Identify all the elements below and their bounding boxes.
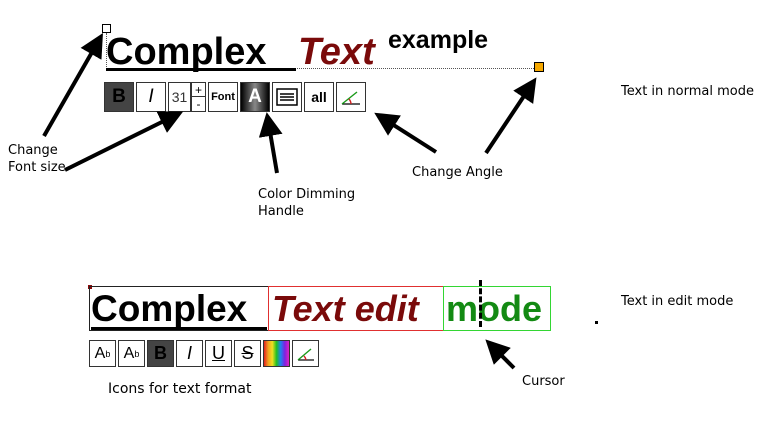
selection-border-left	[106, 33, 107, 69]
edit-italic-button[interactable]: I	[176, 340, 203, 367]
edit-bold-button[interactable]: B	[147, 340, 174, 367]
select-all-button[interactable]: all	[304, 82, 334, 112]
increase-label: +	[194, 82, 202, 97]
annotation-change-font-size: Change Font size	[8, 143, 66, 175]
color-picker-button[interactable]	[263, 340, 290, 367]
font-button[interactable]: Font	[208, 82, 238, 112]
decrease-label: -	[196, 97, 201, 111]
font-size-decrease-button[interactable]: -	[191, 97, 206, 112]
font-size-text: 31	[171, 89, 188, 105]
edit-segment-mode[interactable]: mode	[443, 286, 551, 331]
annotation-change-angle: Change Angle	[412, 165, 503, 180]
edit-segment-mode-text: mode	[446, 288, 543, 329]
annotation-color-dimming-handle: Color Dimming Handle	[258, 187, 356, 219]
bold-button[interactable]: B	[104, 82, 134, 112]
text-underline	[106, 68, 296, 71]
text-word-example[interactable]: example	[388, 26, 489, 54]
angle-icon	[341, 91, 360, 105]
italic-label: I	[148, 86, 154, 107]
strikethrough-button[interactable]: S	[234, 340, 261, 367]
italic-button[interactable]: I	[136, 82, 166, 112]
edit-mode-label: Text in edit mode	[621, 294, 734, 309]
edit-segment-complex-text: Complex	[91, 288, 248, 329]
font-size-value[interactable]: 31	[168, 82, 191, 112]
text-box-button[interactable]	[272, 82, 302, 112]
font-size-increase-button[interactable]: +	[191, 82, 206, 97]
font-label: Font	[211, 91, 235, 103]
color-dimming-handle[interactable]: A	[240, 82, 270, 112]
all-label: all	[311, 89, 327, 105]
change-angle-button[interactable]	[336, 82, 366, 112]
strikethrough-label: S	[241, 343, 254, 363]
text-word-text[interactable]: Text	[298, 31, 375, 73]
annotation-cursor: Cursor	[522, 374, 565, 389]
text-normal-mode-area: Complex Text example B I 31 + - Font A	[8, 24, 754, 219]
text-cursor[interactable]	[479, 280, 482, 327]
edit-segment-text-text: Text edit	[272, 288, 419, 329]
edit-bold-label: B	[154, 343, 167, 363]
edit-segment-complex[interactable]: Complex	[89, 286, 269, 331]
corner-resize-handle[interactable]	[102, 24, 111, 33]
color-dimming-label: A	[248, 86, 262, 107]
normal-mode-toolbar: B I 31 + - Font A	[104, 82, 368, 112]
edit-change-angle-button[interactable]	[292, 340, 319, 367]
font-size-stepper: + -	[191, 82, 206, 112]
bold-label: B	[112, 86, 126, 107]
edit-underline	[91, 327, 267, 330]
underline-button[interactable]: U	[205, 340, 232, 367]
angle-handle[interactable]	[534, 62, 544, 72]
text-word-complex[interactable]: Complex	[106, 31, 267, 73]
edit-segment-text[interactable]: Text edit	[268, 286, 444, 331]
edit-italic-label: I	[186, 343, 192, 363]
edit-corner-marker	[88, 285, 92, 289]
subscript-label: A	[123, 344, 135, 362]
selection-border-bottom	[106, 68, 536, 69]
edit-angle-icon	[297, 347, 314, 361]
text-box-icon	[276, 88, 298, 106]
underline-label: U	[212, 343, 225, 363]
annotation-icons-for-text-format: Icons for text format	[108, 381, 252, 397]
stray-dot	[595, 321, 598, 324]
superscript-label: A	[94, 344, 106, 362]
superscript-small: b	[105, 348, 111, 359]
normal-mode-label: Text in normal mode	[621, 84, 754, 99]
subscript-small: b	[134, 348, 140, 359]
